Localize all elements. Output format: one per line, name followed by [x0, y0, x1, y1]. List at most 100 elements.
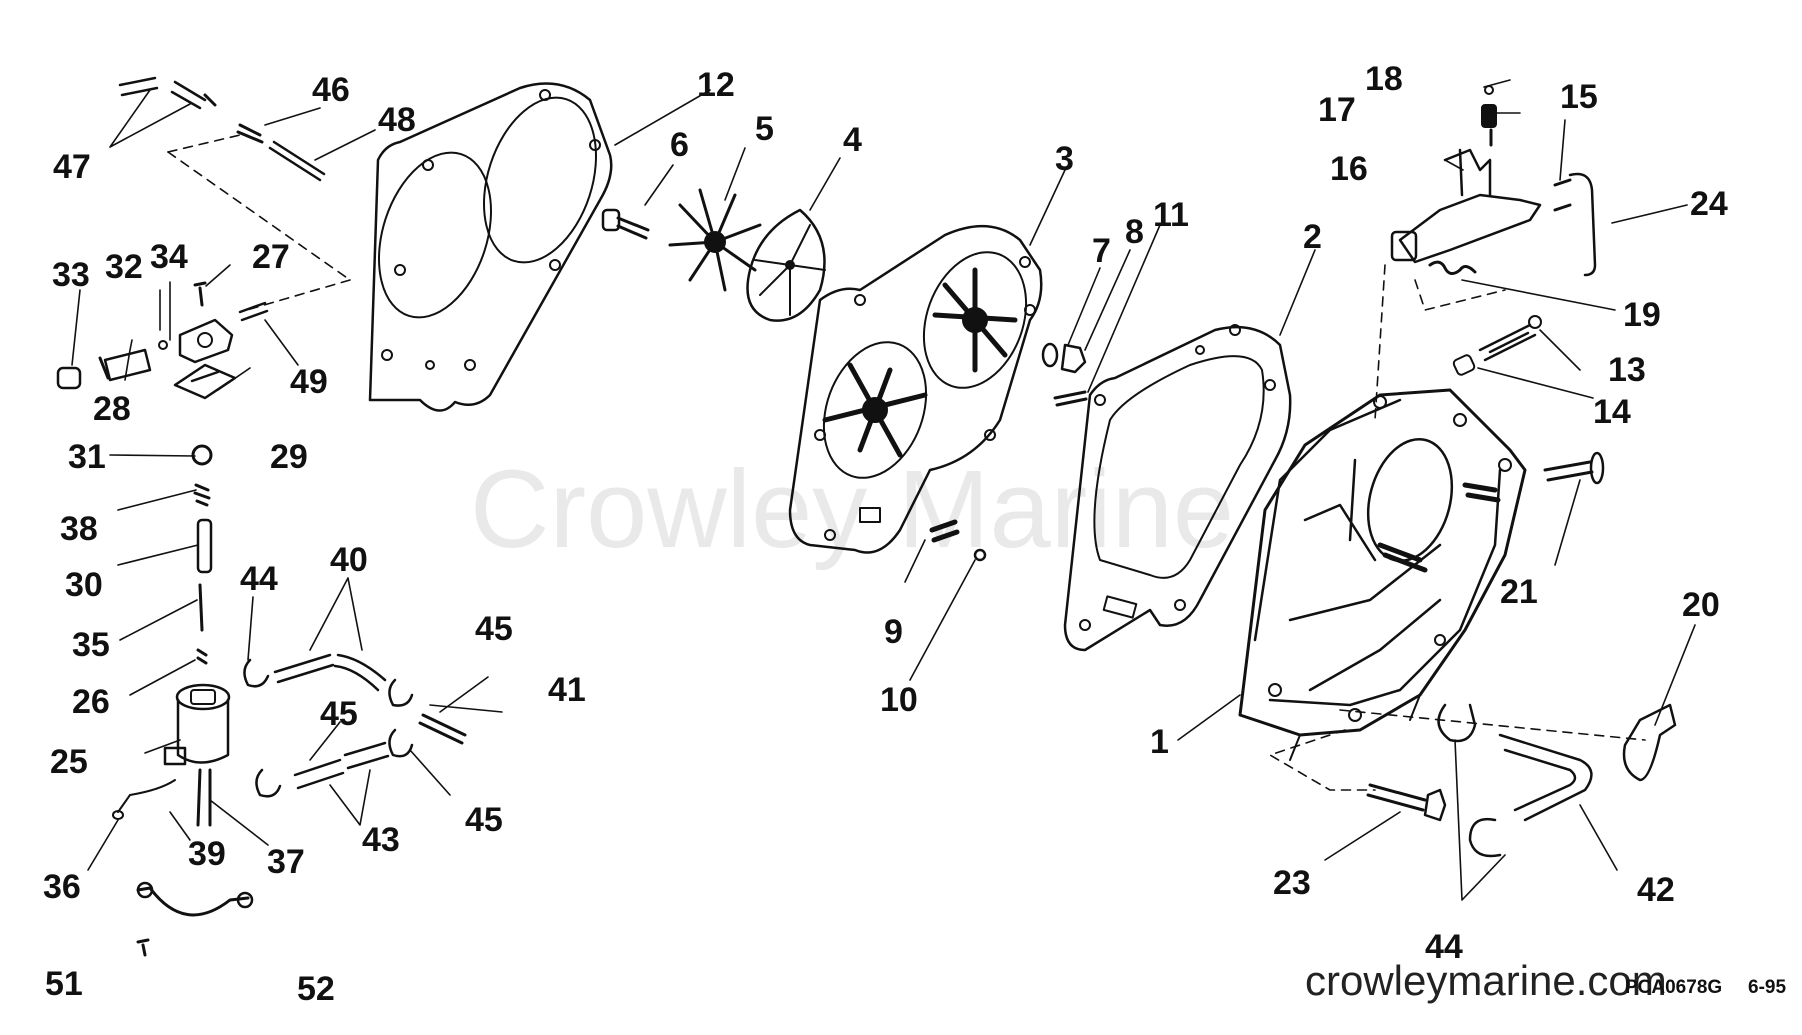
clamp-part-45a	[388, 678, 414, 707]
callout-35: 35	[72, 626, 110, 664]
tube-part-30	[196, 518, 213, 574]
callout-38: 38	[60, 510, 98, 548]
callout-29: 29	[270, 438, 308, 476]
callout-48: 48	[378, 101, 416, 139]
callout-5: 5	[755, 110, 774, 148]
clamp-part-45b	[255, 768, 282, 798]
hose-part-42	[1498, 733, 1593, 822]
callout-52: 52	[297, 970, 335, 1008]
pin-part-9	[929, 519, 960, 543]
callout-14: 14	[1593, 393, 1631, 431]
callout-39: 39	[188, 835, 226, 873]
valve-plate-part-3	[788, 224, 1043, 554]
callout-9: 9	[884, 613, 903, 651]
fitting-part-32	[98, 348, 152, 382]
callout-23: 23	[1273, 864, 1311, 902]
diaphragm-part-29	[173, 363, 237, 400]
callout-27: 27	[252, 238, 290, 276]
nut-part-8	[1060, 343, 1087, 374]
clamp-bracket-part-52	[136, 881, 254, 917]
drawing-code: PCA0678G	[1625, 977, 1723, 998]
callout-16: 16	[1330, 150, 1368, 188]
callout-15: 15	[1560, 78, 1598, 116]
fitting-part-46	[236, 123, 264, 144]
callout-32: 32	[105, 248, 143, 286]
callout-47: 47	[53, 148, 91, 186]
callout-21: 21	[1500, 573, 1538, 611]
callout-45-middle: 45	[320, 695, 358, 733]
spring-part-38	[193, 483, 211, 507]
washer-part-7	[1041, 342, 1059, 368]
clamp-part-44a	[1437, 703, 1477, 743]
callout-20: 20	[1682, 586, 1720, 624]
callout-45-upper: 45	[475, 610, 513, 648]
callout-18: 18	[1365, 60, 1403, 98]
callout-44-right: 44	[1425, 928, 1463, 966]
callout-33: 33	[52, 256, 90, 294]
filter-body-part-28	[178, 318, 234, 364]
hose-part-40	[273, 653, 387, 692]
tube-part-49	[238, 301, 269, 322]
callout-49: 49	[290, 363, 328, 401]
callout-2: 2	[1303, 218, 1322, 256]
site-url-text: crowleymarine.com	[1305, 957, 1667, 1004]
callout-51: 51	[45, 965, 83, 1003]
bolt-part-6	[601, 208, 650, 240]
nut-part-15	[1553, 178, 1572, 187]
callout-3: 3	[1055, 140, 1074, 178]
bracket-part-20	[1622, 703, 1677, 782]
spring-part-26	[196, 648, 208, 665]
fitting-part-41	[418, 713, 467, 745]
callout-31: 31	[68, 438, 106, 476]
screw-part-11	[1053, 390, 1088, 407]
callout-28: 28	[93, 390, 131, 428]
nut-part-10	[973, 548, 987, 562]
callout-42: 42	[1637, 871, 1675, 909]
assembly-dashed-lines	[167, 134, 1646, 791]
oring-part-34	[158, 340, 168, 350]
callout-24: 24	[1690, 185, 1728, 223]
screw-part-51	[136, 938, 150, 957]
pump-housing-part-1	[1238, 388, 1527, 761]
gasket-part-2	[1063, 324, 1292, 652]
callout-12: 12	[697, 66, 735, 104]
callout-41: 41	[548, 671, 586, 709]
callout-10: 10	[880, 681, 918, 719]
callout-30: 30	[65, 566, 103, 604]
callout-7: 7	[1092, 232, 1111, 270]
callout-36: 36	[43, 868, 81, 906]
callout-4: 4	[843, 121, 862, 159]
bolt-part-23	[1366, 783, 1447, 822]
callout-37: 37	[267, 843, 305, 881]
callout-45-lower: 45	[465, 801, 503, 839]
callout-13: 13	[1608, 351, 1646, 389]
pin-part-35	[198, 583, 204, 632]
lever-assembly-part-16	[1390, 85, 1572, 275]
screen-part-31	[191, 444, 213, 466]
clamp-part-45c	[388, 728, 414, 758]
screw-parts-13-14	[1452, 315, 1542, 376]
callout-1: 1	[1150, 723, 1169, 761]
callout-43: 43	[362, 821, 400, 859]
impeller-part-5	[668, 188, 762, 292]
disc-part-4	[746, 208, 826, 322]
callout-26: 26	[72, 683, 110, 721]
leader-lines	[71, 79, 1696, 901]
callout-6: 6	[670, 126, 689, 164]
callout-44-left: 44	[240, 560, 278, 598]
callout-17: 17	[1318, 91, 1356, 129]
callout-11: 11	[1153, 196, 1189, 234]
screw-part-27	[193, 281, 207, 307]
drawing-date: 6-95	[1748, 977, 1787, 998]
bolt-part-21	[1543, 451, 1605, 485]
callout-34: 34	[150, 238, 188, 276]
gasket-part-12	[368, 82, 613, 412]
rod-part-24	[1568, 172, 1597, 277]
solenoid-part-25	[112, 683, 231, 827]
callout-25: 25	[50, 743, 88, 781]
clamp-part-44b	[1468, 817, 1502, 858]
callout-40: 40	[330, 541, 368, 579]
callout-46: 46	[312, 71, 350, 109]
